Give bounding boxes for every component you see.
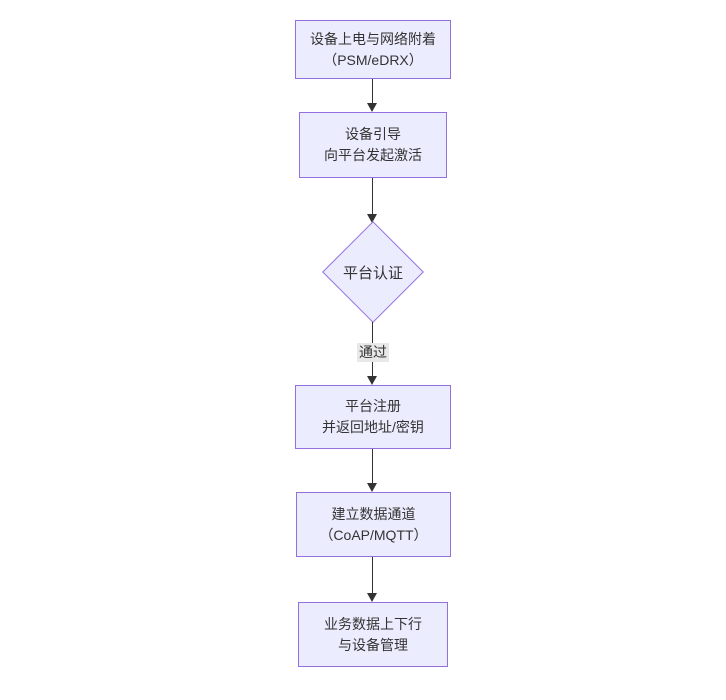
edge-arrow-d-e (366, 449, 379, 492)
node-text-line: 设备引导 (345, 126, 401, 142)
arrow-shaft (372, 557, 373, 594)
edge-arrow-e-f (366, 557, 379, 602)
arrow-head-icon (367, 214, 377, 223)
arrow-shaft (372, 178, 373, 215)
decision-platform-auth-label: 平台认证 (342, 265, 403, 282)
arrow-head-icon (367, 483, 377, 492)
arrow-shaft (372, 79, 373, 104)
arrow-shaft (372, 449, 373, 484)
node-text-line: 业务数据上下行 (324, 615, 422, 632)
node-text-line: 向平台发起激活 (324, 147, 422, 163)
node-business-data-device-mgmt: 业务数据上下行 与设备管理 (298, 602, 448, 667)
node-data-channel: 建立数据通道 （CoAP/MQTT） (296, 492, 451, 557)
edge-label-pass: 通过 (357, 343, 389, 362)
node-text-line: （CoAP/MQTT） (319, 526, 428, 543)
arrow-head-icon (367, 103, 377, 112)
node-text-line: 平台注册 (345, 398, 401, 414)
node-device-bootstrap: 设备引导 向平台发起激活 (299, 112, 447, 178)
edge-arrow-a-b (366, 79, 379, 112)
node-text-line: 建立数据通道 (331, 505, 416, 522)
node-power-on-network-attach: 设备上电与网络附着 （PSM/eDRX） (295, 20, 451, 79)
node-text-line: 并返回地址/密钥 (322, 419, 424, 435)
node-platform-register: 平台注册 并返回地址/密钥 (295, 385, 451, 449)
node-text-line: 与设备管理 (338, 636, 408, 653)
arrow-head-icon (367, 593, 377, 602)
edge-arrow-b-c (366, 178, 379, 223)
node-text-line: （PSM/eDRX） (323, 51, 423, 68)
arrow-head-icon (367, 376, 377, 385)
node-text-line: 设备上电与网络附着 (310, 30, 436, 47)
